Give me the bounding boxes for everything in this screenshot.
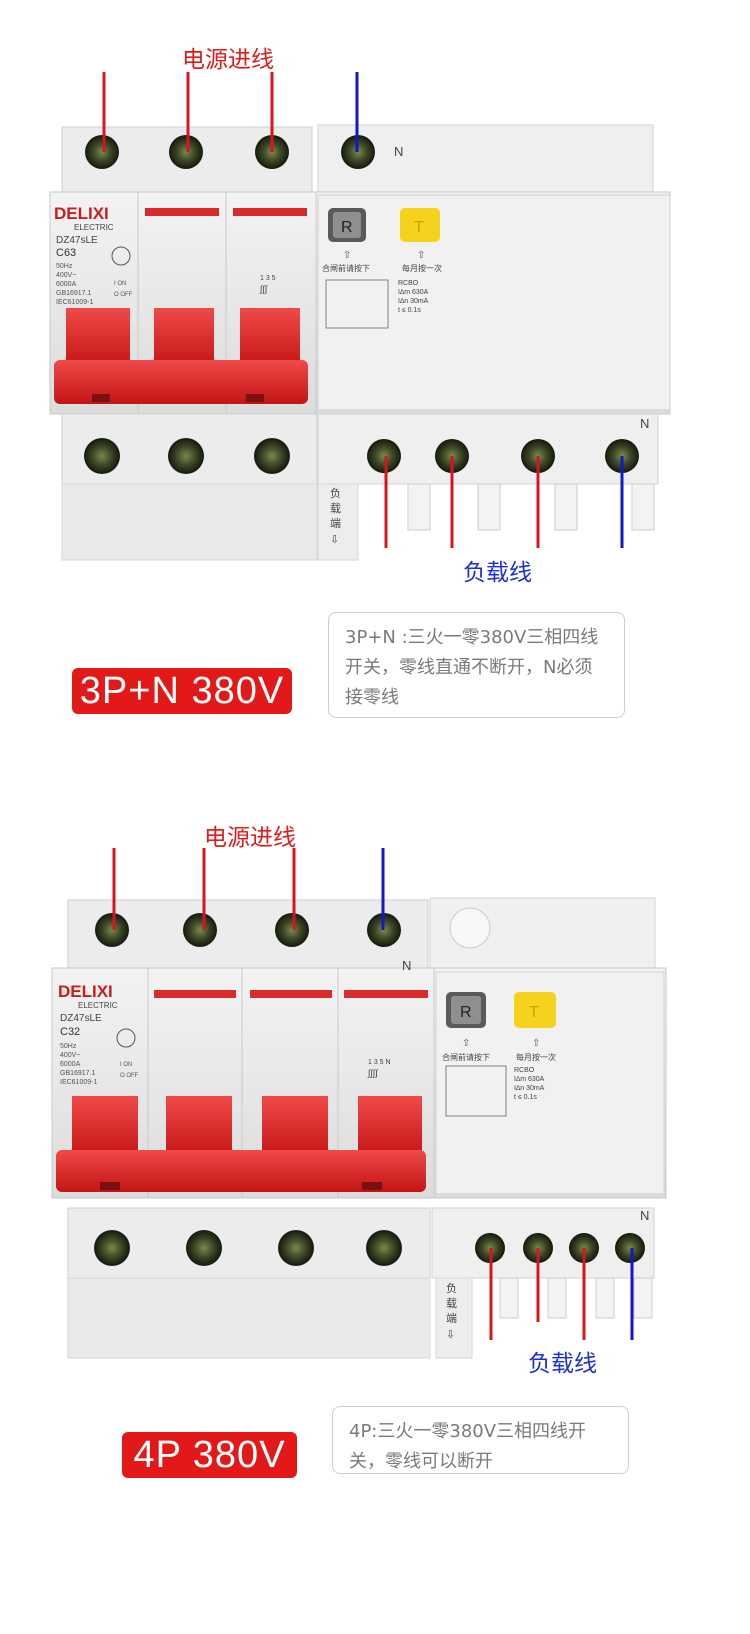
neutral-marker-top: N: [402, 958, 411, 973]
spec-line: 400V~: [60, 1052, 80, 1059]
terminal-numbers: 1 3 5: [260, 275, 276, 282]
test-caption: 每月按一次: [402, 263, 442, 273]
terminal-numbers: 1 3 5 N: [368, 1059, 391, 1066]
wiring-diagram-icon: [325, 279, 389, 329]
description-note: 4P:三火一零380V三相四线开关，零线可以断开: [332, 1406, 629, 1474]
ccc-mark-icon: [116, 1028, 136, 1048]
load-side-char: 负: [446, 1281, 457, 1295]
product-section-4p: 电源进线: [0, 800, 750, 1634]
arrow-up-icon: ⇧: [532, 1038, 540, 1049]
neutral-marker-bottom: N: [640, 416, 649, 431]
load-line-label: 负载线: [463, 560, 532, 586]
brand-sub: ELECTRIC: [78, 1001, 118, 1010]
spec-line: 400V~: [56, 272, 76, 279]
rcbo-line: t ≤ 0.1s: [398, 307, 421, 314]
brand-sub: ELECTRIC: [74, 223, 114, 232]
rating-label: C63: [56, 247, 76, 259]
spec-badge: 3P+N 380V: [72, 668, 292, 714]
spec-line: GB16917.1: [56, 290, 92, 297]
test-caption: 每月按一次: [516, 1052, 556, 1062]
rcbo-line: I∆m 630A: [514, 1076, 545, 1083]
spec-badge: 4P 380V: [122, 1432, 297, 1478]
ccc-mark-icon: [111, 246, 131, 266]
model-label: DZ47sLE: [56, 235, 98, 246]
spec-line: 6000A: [56, 281, 77, 288]
arrow-up-icon: ⇧: [343, 250, 351, 261]
spec-line: 50Hz: [60, 1043, 77, 1050]
arrow-up-icon: ⇧: [462, 1038, 470, 1049]
load-side-char: 端: [446, 1312, 457, 1325]
rcbo-line: RCBO: [398, 280, 419, 287]
load-side-char: 负: [330, 486, 341, 500]
contact-symbols: ∫∫∫∫: [367, 1068, 379, 1078]
model-label: DZ47sLE: [60, 1013, 102, 1024]
load-line-label: 负载线: [528, 1351, 597, 1377]
brand-logo: DELIXI: [54, 204, 109, 223]
breaker-4p-illustration: DELIXI ELECTRIC DZ47sLE C32 50Hz 400V~ 6…: [51, 848, 667, 1359]
power-input-label: 电源进线: [204, 825, 296, 851]
test-button[interactable]: [400, 208, 440, 242]
load-side-char: 载: [330, 502, 341, 515]
test-button-label: T: [529, 1004, 539, 1021]
product-section-3pn: 电源进线: [0, 0, 750, 780]
rcbo-line: t ≤ 0.1s: [514, 1094, 537, 1101]
reset-button-label: R: [341, 219, 353, 236]
rating-label: C32: [60, 1026, 80, 1038]
reset-caption: 合闸前请按下: [322, 263, 370, 273]
off-label: O OFF: [114, 292, 133, 298]
off-label: O OFF: [120, 1073, 139, 1079]
on-label: I ON: [114, 281, 126, 287]
spec-line: IEC61009-1: [56, 299, 93, 306]
neutral-marker-bottom: N: [640, 1208, 649, 1223]
neutral-marker-top: N: [394, 144, 403, 159]
load-side-char: 端: [330, 517, 341, 530]
test-button-label: T: [414, 219, 424, 236]
screw-terminal-bottom: [94, 1230, 645, 1266]
brand-logo: DELIXI: [58, 982, 113, 1001]
reset-caption: 合闸前请按下: [442, 1052, 490, 1062]
spec-line: 50Hz: [56, 263, 73, 270]
spec-line: IEC61009-1: [60, 1079, 97, 1086]
load-side-char: 载: [446, 1297, 457, 1310]
contact-symbols: ∫∫∫: [259, 284, 269, 294]
breaker-3pn-illustration: DELIXI ELECTRIC DZ47sLE C63 50Hz 400V~ 6…: [49, 72, 671, 561]
rcbo-line: RCBO: [514, 1067, 535, 1074]
arrow-down-icon: ⇩: [330, 534, 339, 546]
arrow-down-icon: ⇩: [446, 1329, 455, 1341]
test-button[interactable]: [514, 992, 556, 1028]
spec-line: GB16917.1: [60, 1070, 96, 1077]
description-note: 3P+N :三火一零380V三相四线开关，零线直通不断开，N必须接零线: [328, 612, 625, 718]
arrow-up-icon: ⇧: [417, 250, 425, 261]
rcbo-line: I∆m 630A: [398, 289, 429, 296]
reset-button-label: R: [460, 1004, 472, 1021]
rcbo-line: I∆n 30mA: [514, 1085, 545, 1092]
on-label: I ON: [120, 1062, 132, 1068]
wiring-diagram-icon: [445, 1065, 507, 1117]
power-input-label: 电源进线: [182, 47, 274, 73]
spec-line: 6000A: [60, 1061, 81, 1068]
rcbo-line: I∆n 30mA: [398, 298, 429, 305]
